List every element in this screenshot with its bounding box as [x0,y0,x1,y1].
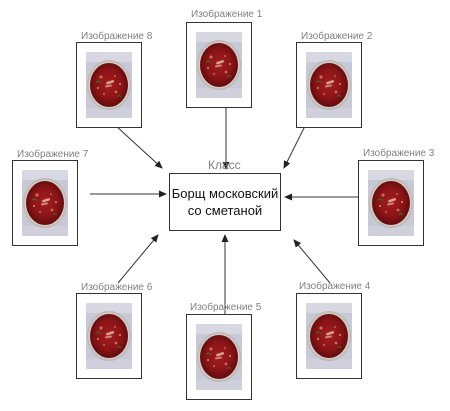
image-5-frame [186,314,252,400]
class-name-line-1: Борщ московский [171,186,279,201]
image-4-label: Изображение 4 [299,281,371,292]
class-name-line-2: со сметаной [187,203,263,218]
arrow-image-6 [117,234,159,284]
class-label: Класс [208,158,241,172]
image-2-label: Изображение 2 [301,31,373,42]
borscht-bowl-photo [86,52,132,118]
image-1-frame [186,22,252,108]
image-3-label: Изображение 3 [363,148,435,159]
borscht-bowl-photo [306,303,352,369]
image-8-label: Изображение 8 [81,31,153,42]
borscht-bowl-photo [306,52,352,118]
image-5-label: Изображение 5 [190,302,262,313]
image-6-frame [76,293,142,379]
arrow-image-8 [115,125,163,169]
image-8-frame [76,42,142,128]
arrow-image-2 [283,121,308,169]
class-name: Борщ московский со сметаной [172,185,279,219]
image-4-frame [296,293,362,379]
borscht-bowl-photo [196,32,242,98]
image-2-frame [296,42,362,128]
borscht-bowl-photo [196,324,242,390]
image-3-frame [358,160,424,246]
image-7-label: Изображение 7 [17,149,89,160]
borscht-bowl-photo [368,170,414,236]
arrow-image-4 [293,239,331,284]
class-box: Борщ московский со сметаной [169,173,281,231]
image-6-label: Изображение 6 [81,282,153,293]
image-1-label: Изображение 1 [191,9,263,20]
borscht-bowl-photo [22,170,68,236]
image-7-frame [12,160,78,246]
borscht-bowl-photo [86,303,132,369]
